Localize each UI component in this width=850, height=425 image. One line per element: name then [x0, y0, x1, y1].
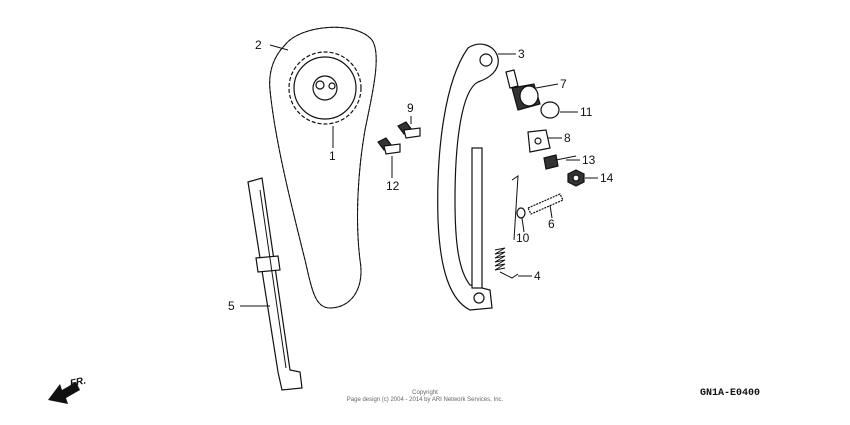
chain-guide	[247, 177, 303, 391]
callout-12: 12	[386, 179, 400, 193]
copyright-line-1: Copyright	[412, 390, 438, 396]
callout-3: 3	[518, 47, 525, 61]
cam-chain	[269, 26, 377, 309]
tensioner-arm	[437, 43, 499, 311]
callout-8: 8	[564, 131, 571, 145]
front-arrow-icon	[48, 382, 80, 404]
callout-5: 5	[228, 299, 235, 313]
washer-10	[516, 207, 526, 219]
diagram-code: GN1A-E0400	[700, 388, 761, 399]
callout-14: 14	[600, 171, 614, 185]
stopper-plate	[527, 129, 551, 153]
callout-2: 2	[255, 38, 262, 52]
callout-6: 6	[548, 217, 555, 231]
nut-14	[567, 169, 585, 187]
o-ring	[540, 101, 560, 119]
callout-1: 1	[329, 149, 336, 163]
callout-4: 4	[534, 269, 541, 283]
bolt-12	[377, 137, 401, 155]
cam-sprocket	[288, 51, 362, 125]
callout-10: 10	[516, 231, 530, 245]
callout-13: 13	[582, 153, 596, 167]
callout-11: 11	[580, 105, 593, 119]
leader-lines	[240, 44, 598, 307]
tensioner-spring	[494, 175, 519, 279]
copyright-line-2: Page design (c) 2004 - 2014 by ARI Netwo…	[346, 397, 504, 403]
bolt-9	[397, 121, 421, 139]
callout-9: 9	[407, 101, 414, 115]
callout-7: 7	[560, 77, 567, 91]
pivot-bolt	[505, 69, 541, 111]
adjuster-bolt	[527, 193, 564, 215]
bolt-13	[543, 154, 577, 170]
